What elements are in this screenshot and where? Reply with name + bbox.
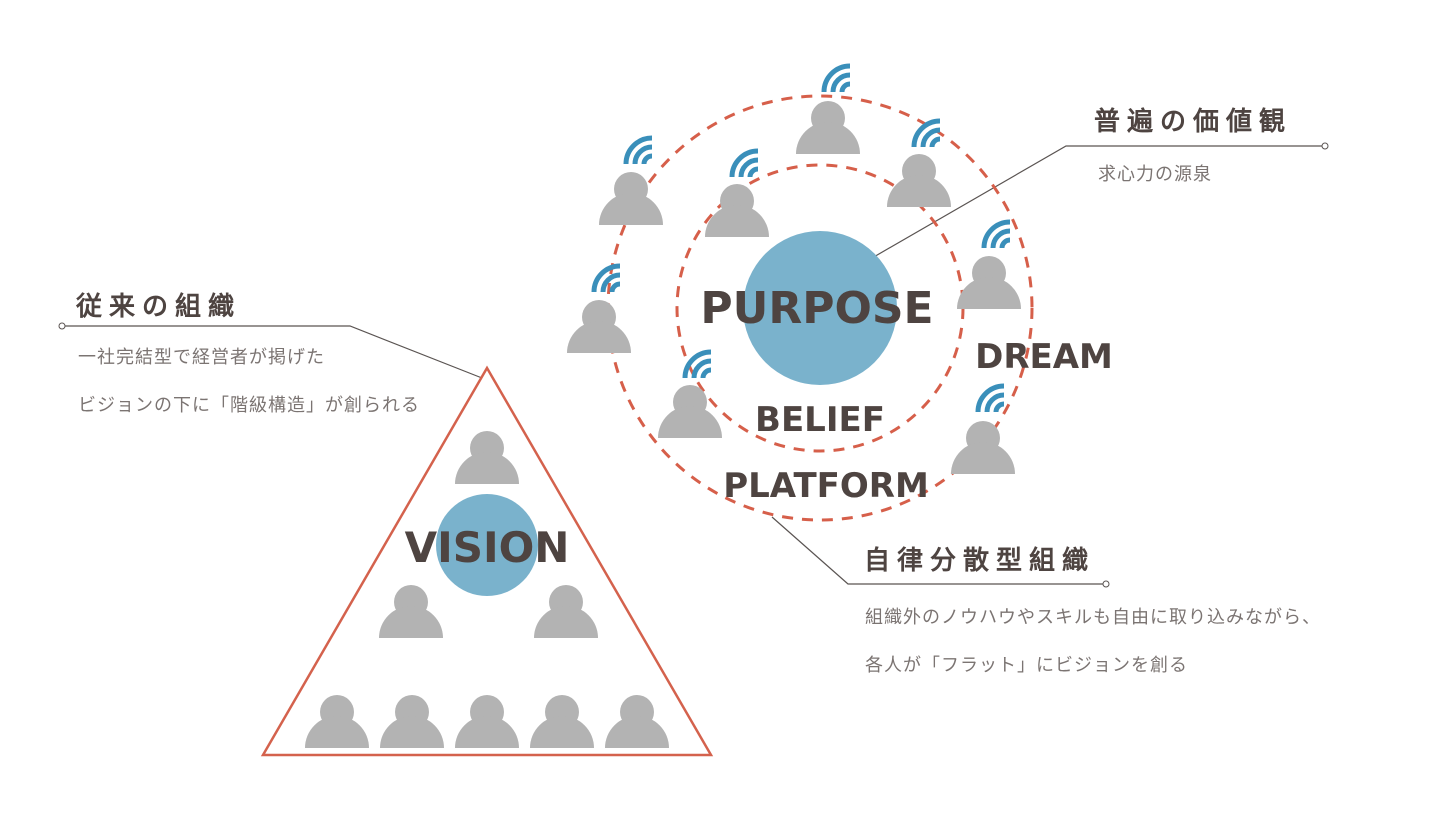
wifi-signal-icon: [626, 138, 652, 164]
autonomous-org-desc-line-2: 各人が「フラット」にビジョンを創る: [865, 655, 1188, 676]
person-icon: [567, 300, 631, 353]
leader-autonomous-endpoint: [1102, 580, 1110, 588]
pyramid-group: VISION: [260, 365, 714, 757]
circle-diagram: PURPOSE BELIEF PLATFORM DREAM: [567, 66, 1113, 522]
person-icon: [658, 385, 722, 438]
person-icon: [796, 101, 860, 154]
wifi-signal-icon: [984, 222, 1010, 248]
leader-lines: [58, 142, 1329, 588]
belief-label: BELIEF: [755, 400, 885, 440]
person-icon: [951, 421, 1015, 474]
wifi-signal-icon: [594, 266, 620, 292]
person-icon: [705, 184, 769, 237]
leader-universal-endpoint: [1321, 142, 1329, 150]
wifi-signal-icon: [732, 151, 758, 177]
universal-value-subtitle: 求心力の源泉: [1098, 164, 1212, 185]
purpose-circle: [743, 231, 897, 385]
leader-autonomous: [771, 516, 1106, 585]
traditional-org-desc-line-2: ビジョンの下に「階級構造」が創られる: [78, 395, 420, 416]
purpose-label: PURPOSE: [700, 283, 933, 334]
vision-circle: [436, 494, 538, 596]
person-icon: [887, 154, 951, 207]
dream-label: DREAM: [975, 337, 1113, 377]
autonomous-org-desc-line-1: 組織外のノウハウやスキルも自由に取り込みながら、: [865, 607, 1321, 628]
leader-traditional: [62, 325, 483, 379]
person-icon: [957, 256, 1021, 309]
wifi-signal-icon: [824, 66, 850, 92]
autonomous-org-title: 自律分散型組織: [864, 546, 1096, 576]
traditional-org-desc-line-1: 一社完結型で経営者が掲げた: [78, 347, 325, 368]
traditional-org-title: 従来の組織: [76, 292, 242, 322]
leader-traditional-endpoint: [58, 322, 66, 330]
platform-label: PLATFORM: [723, 466, 929, 506]
vision-label: VISION: [405, 523, 570, 572]
person-icon: [599, 172, 663, 225]
universal-value-title: 普遍の価値観: [1094, 107, 1293, 137]
wifi-signal-icon: [685, 352, 711, 378]
leader-universal: [871, 145, 1325, 259]
wifi-signal-icon: [914, 121, 940, 147]
wifi-signal-icon: [978, 386, 1004, 412]
